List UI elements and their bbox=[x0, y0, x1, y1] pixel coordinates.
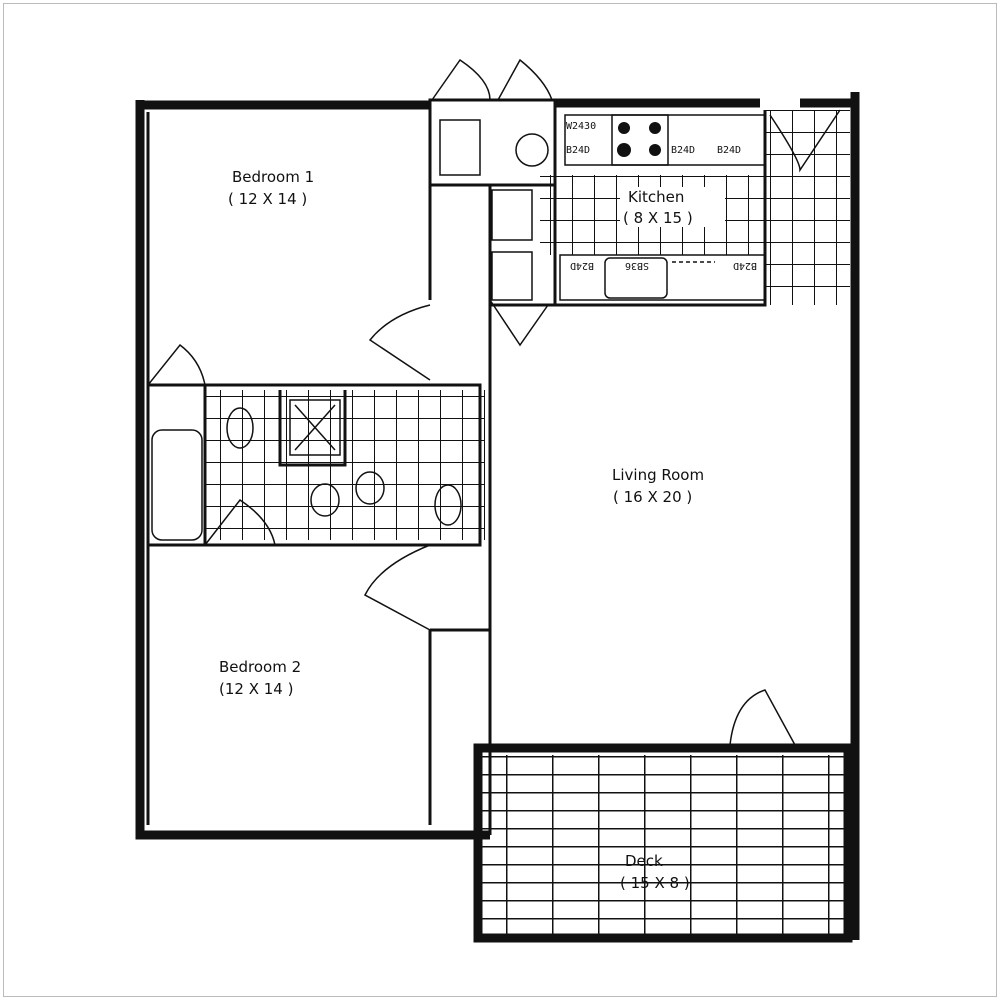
fixtures bbox=[151, 114, 766, 541]
deck-outline bbox=[473, 743, 853, 943]
range bbox=[611, 114, 669, 166]
deck-size: ( 15 X 8 ) bbox=[620, 874, 690, 892]
bedroom2-size: (12 X 14 ) bbox=[219, 680, 293, 698]
sink-1 bbox=[310, 483, 340, 517]
cabinet-label: B24D bbox=[671, 145, 695, 156]
kitchen-size: ( 8 X 15 ) bbox=[623, 209, 693, 227]
pantry-2 bbox=[491, 251, 533, 301]
fan-vent bbox=[289, 399, 341, 456]
doors bbox=[147, 58, 841, 746]
cabinet-label: B24D bbox=[566, 145, 590, 156]
lower-counter bbox=[559, 254, 766, 301]
cabinet-label: B24D bbox=[717, 145, 741, 156]
bedroom1-size: ( 12 X 14 ) bbox=[228, 190, 307, 208]
living-room-name: Living Room bbox=[612, 466, 704, 484]
bedroom2-name: Bedroom 2 bbox=[219, 658, 301, 676]
cabinet-label: SB36 bbox=[625, 260, 649, 271]
image-frame bbox=[3, 3, 997, 997]
deck-planks bbox=[480, 755, 845, 935]
cabinet-label: W2430 bbox=[566, 121, 596, 132]
living-room-size: ( 16 X 20 ) bbox=[613, 488, 692, 506]
toilet-1 bbox=[226, 407, 254, 449]
dryer bbox=[515, 133, 549, 167]
cabinet-label: B24D bbox=[570, 260, 594, 271]
cabinet-label: B24D bbox=[733, 260, 757, 271]
pantry-1 bbox=[491, 189, 533, 241]
bathtub bbox=[151, 429, 203, 541]
toilet-2 bbox=[434, 484, 462, 526]
bedroom1-name: Bedroom 1 bbox=[232, 168, 314, 186]
sink-2 bbox=[355, 471, 385, 505]
kitchen-name: Kitchen bbox=[628, 188, 684, 206]
upper-counter bbox=[564, 114, 766, 166]
washer bbox=[439, 119, 481, 176]
kitchen-sink bbox=[604, 257, 668, 299]
kitchen-tile-floor-right bbox=[765, 110, 850, 305]
deck-name: Deck bbox=[625, 852, 663, 870]
